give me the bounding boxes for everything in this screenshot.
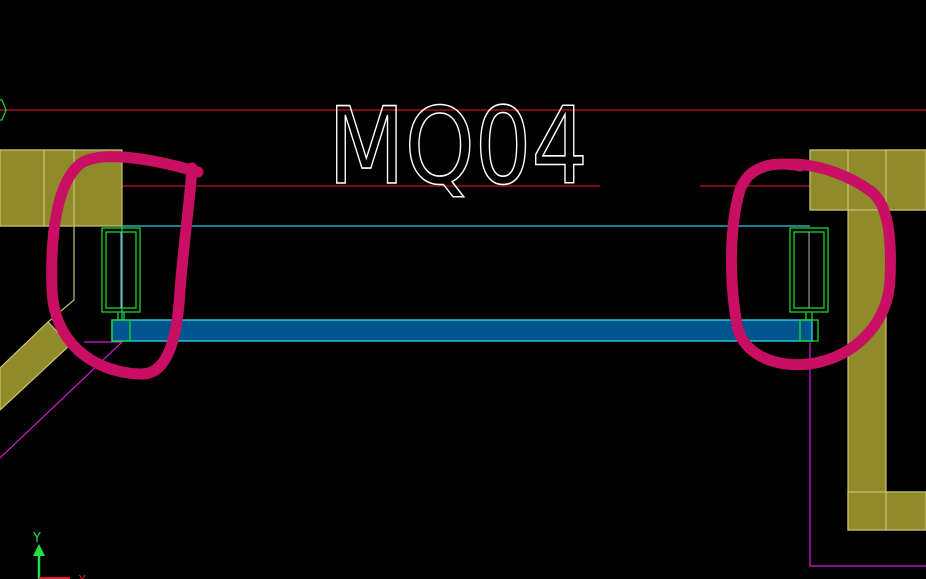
right-wall-bottom-cell <box>885 491 926 531</box>
annotation-circle-right <box>726 158 896 371</box>
ucs-x-label: X <box>78 573 86 579</box>
left-frame-outer <box>101 227 141 313</box>
left-edge-marker-icon <box>0 99 7 121</box>
ucs-axis-icon: Y X <box>32 531 86 579</box>
left-wall-cell-1 <box>0 149 45 227</box>
annotation-circle-left <box>46 151 204 380</box>
left-frame-base <box>111 319 131 342</box>
right-frame-outer <box>789 227 829 313</box>
blue-beam-fill <box>111 319 813 342</box>
right-wall-vertical <box>847 209 887 531</box>
magenta-right-line <box>809 342 926 567</box>
blue-beam[interactable] <box>111 319 813 342</box>
right-frame-base <box>799 319 819 342</box>
right-frame[interactable] <box>789 227 829 342</box>
right-wall-top-cell <box>885 149 926 211</box>
opening-outline <box>121 225 810 320</box>
drawing-label[interactable]: MQ04 <box>327 84 589 209</box>
left-frame[interactable] <box>101 227 141 342</box>
right-wall[interactable] <box>809 149 926 531</box>
annotation-marks <box>46 151 896 380</box>
ucs-y-arrow <box>33 544 45 556</box>
ucs-y-label: Y <box>32 531 41 546</box>
